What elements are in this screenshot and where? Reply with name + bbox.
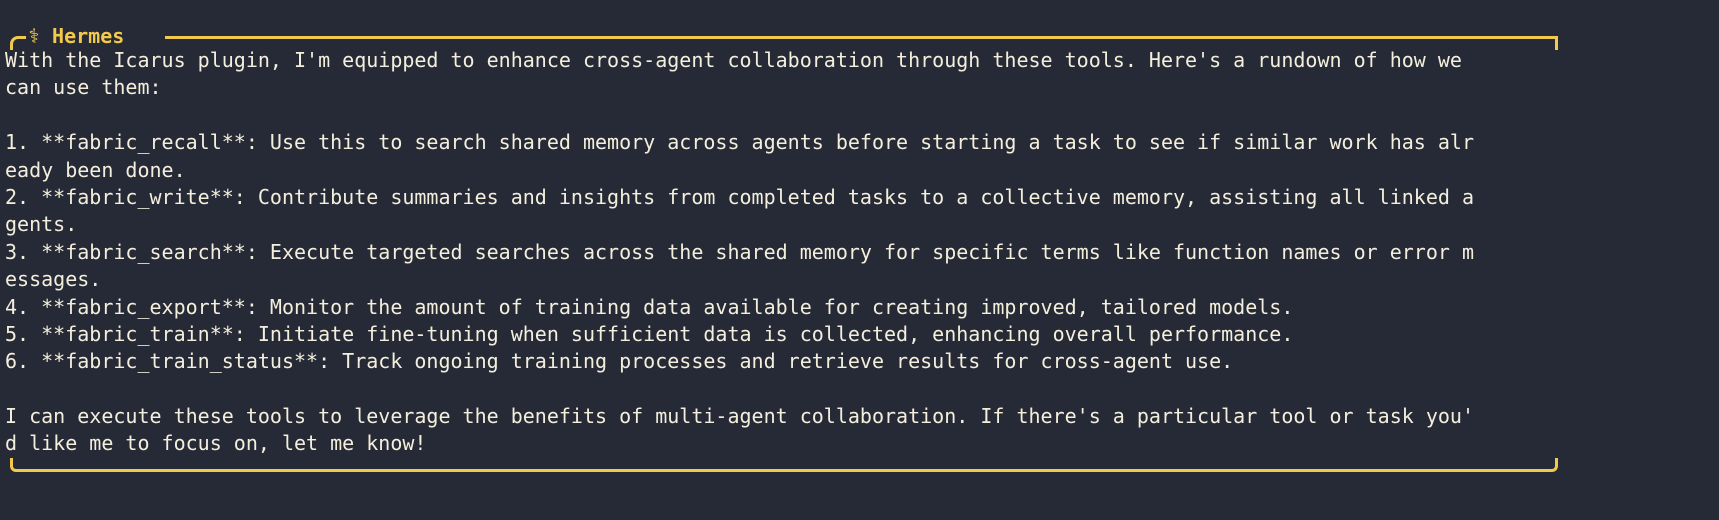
message-line: 5. **fabric_train**: Initiate fine-tunin… [5,321,1294,346]
panel-corner [10,36,26,50]
message-line: 1. **fabric_recall**: Use this to search… [5,130,1475,155]
message-line: can use them: [5,75,162,100]
message-line: gents. [5,212,78,237]
message-line [5,102,1474,129]
message-body: With the Icarus plugin, I'm equipped to … [5,47,1474,458]
message-line: 4. **fabric_export**: Monitor the amount… [5,294,1294,319]
message-line: eady been done. [5,157,186,182]
message-line: With the Icarus plugin, I'm equipped to … [5,48,1462,72]
caduceus-icon: ⚕ [28,24,41,48]
message-line: 2. **fabric_write**: Contribute summarie… [5,184,1475,209]
message-line: I can execute these tools to leverage th… [5,404,1475,429]
panel-title: ⚕ Hermes [28,22,124,50]
panel-bottom-border [10,458,1558,472]
message-line: 3. **fabric_search**: Execute targeted s… [5,239,1475,264]
panel-title-text: Hermes [52,24,125,48]
panel-top-border [10,36,1558,50]
message-line: 6. **fabric_train_status**: Track ongoin… [5,349,1234,374]
panel-border-line [165,36,1558,39]
panel-border-right [1555,36,1558,50]
message-line: d like me to focus on, let me know! [5,431,427,456]
message-line: essages. [5,267,102,292]
message-line [5,376,1474,403]
